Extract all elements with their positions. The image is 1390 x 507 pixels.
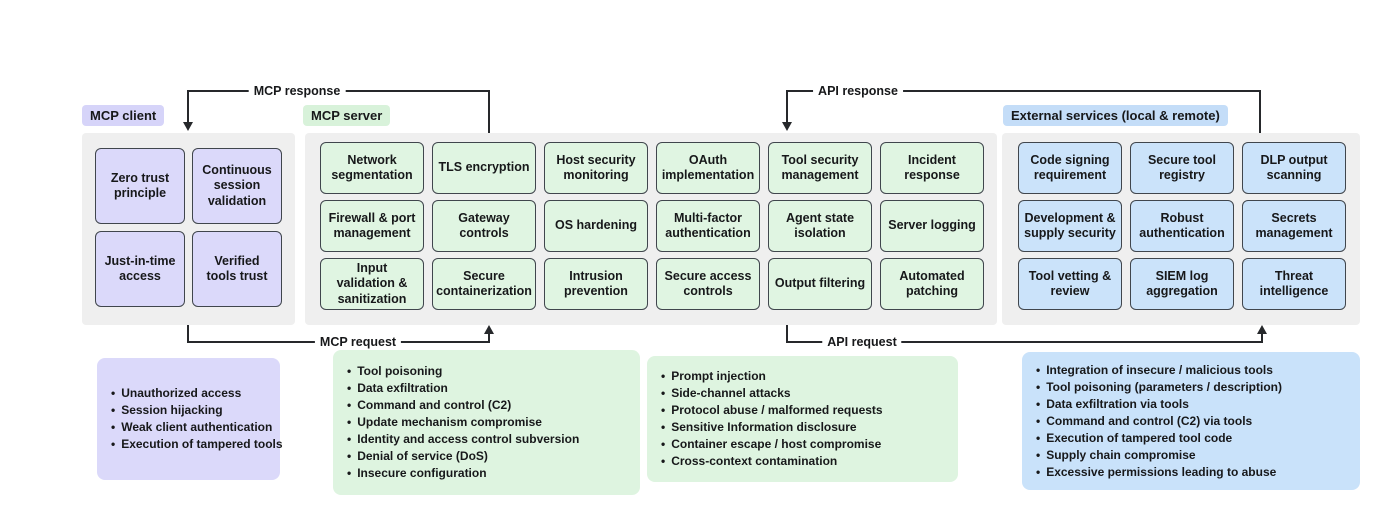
connector-segment	[1259, 90, 1261, 133]
server-control-box: Incident response	[880, 142, 984, 194]
external-control-box: SIEM log aggregation	[1130, 258, 1234, 310]
client-control-box: Zero trust principle	[95, 148, 185, 224]
connector-segment	[786, 325, 788, 343]
server-control-box: Secure access controls	[656, 258, 760, 310]
mcp-server-section-label: MCP server	[303, 105, 391, 126]
connector-segment	[1261, 332, 1263, 343]
threat-item: Execution of tampered tools	[111, 436, 282, 453]
threat-item: Weak client authentication	[111, 419, 272, 436]
external-control-box: Robust authentication	[1130, 200, 1234, 252]
threat-item: Tool poisoning (parameters / description…	[1036, 379, 1346, 396]
threat-item: Session hijacking	[111, 402, 266, 419]
threat-item: Execution of tampered tool code	[1036, 430, 1346, 447]
server-control-box: Host security monitoring	[544, 142, 648, 194]
external-control-box: DLP output scanning	[1242, 142, 1346, 194]
threat-item: Data exfiltration via tools	[1036, 396, 1346, 413]
client-control-box: Continuous session validation	[192, 148, 282, 224]
client-control-box: Just-in-time access	[95, 231, 185, 307]
threat-item: Data exfiltration	[347, 380, 626, 397]
mcp-response-label: MCP response	[248, 84, 346, 98]
threat-item: Sensitive Information disclosure	[661, 419, 944, 436]
server-control-box: Agent state isolation	[768, 200, 872, 252]
threat-item: Container escape / host compromise	[661, 436, 944, 453]
server-control-box: Intrusion prevention	[544, 258, 648, 310]
threat-item: Supply chain compromise	[1036, 447, 1346, 464]
connector-segment	[786, 90, 1261, 92]
threat-item: Denial of service (DoS)	[347, 448, 626, 465]
threat-item: Command and control (C2)	[347, 397, 626, 414]
arrow-down-icon	[781, 122, 792, 131]
arrow-up-icon	[1256, 325, 1267, 334]
threat-item: Identity and access control subversion	[347, 431, 626, 448]
server-control-box: Secure containerization	[432, 258, 536, 310]
threat-item: Cross-context contamination	[661, 453, 944, 470]
server-control-box: TLS encryption	[432, 142, 536, 194]
server-control-box: Network segmentation	[320, 142, 424, 194]
server-control-box: Multi-factor authentication	[656, 200, 760, 252]
threat-item: Update mechanism compromise	[347, 414, 626, 431]
external-control-box: Secure tool registry	[1130, 142, 1234, 194]
connector-segment	[488, 332, 490, 343]
external-control-box: Code signing requirement	[1018, 142, 1122, 194]
threat-item: Excessive permissions leading to abuse	[1036, 464, 1346, 481]
api-response-label: API response	[813, 84, 903, 98]
connector-segment	[786, 90, 788, 123]
mcp-server-threats-list-right: Prompt injectionSide-channel attacksProt…	[647, 356, 958, 482]
server-control-box: Firewall & port management	[320, 200, 424, 252]
threat-item: Integration of insecure / malicious tool…	[1036, 362, 1346, 379]
threat-item: Prompt injection	[661, 368, 944, 385]
api-request-label: API request	[822, 335, 902, 349]
arrow-down-icon	[182, 122, 193, 131]
server-control-box: OAuth implementation	[656, 142, 760, 194]
mcp-request-label: MCP request	[314, 335, 402, 349]
server-control-box: Tool security management	[768, 142, 872, 194]
threat-item: Side-channel attacks	[661, 385, 944, 402]
connector-segment	[488, 90, 490, 133]
server-control-box: Server logging	[880, 200, 984, 252]
server-control-box: Gateway controls	[432, 200, 536, 252]
connector-segment	[187, 325, 189, 343]
external-control-box: Development & supply security	[1018, 200, 1122, 252]
arrow-up-icon	[483, 325, 494, 334]
external-control-box: Tool vetting & review	[1018, 258, 1122, 310]
threat-item: Command and control (C2) via tools	[1036, 413, 1346, 430]
server-control-box: Automated patching	[880, 258, 984, 310]
server-control-box: OS hardening	[544, 200, 648, 252]
connector-segment	[786, 341, 1263, 343]
connector-segment	[187, 90, 189, 123]
threat-item: Insecure configuration	[347, 465, 626, 482]
client-control-box: Verified tools trust	[192, 231, 282, 307]
mcp-client-threats-list: Unauthorized accessSession hijackingWeak…	[97, 358, 283, 480]
external-services-threats-list: Integration of insecure / malicious tool…	[1022, 352, 1360, 490]
external-services-section-label: External services (local & remote)	[1003, 105, 1228, 126]
mcp-client-section-label: MCP client	[82, 105, 165, 126]
threat-item: Tool poisoning	[347, 363, 626, 380]
threat-item: Protocol abuse / malformed requests	[661, 402, 944, 419]
mcp-server-threats-list-left: Tool poisoningData exfiltrationCommand a…	[333, 350, 640, 495]
threat-item: Unauthorized access	[111, 385, 266, 402]
external-control-box: Secrets management	[1242, 200, 1346, 252]
external-control-box: Threat intelligence	[1242, 258, 1346, 310]
server-control-box: Output filtering	[768, 258, 872, 310]
server-control-box: Input validation & sanitization	[320, 258, 424, 310]
